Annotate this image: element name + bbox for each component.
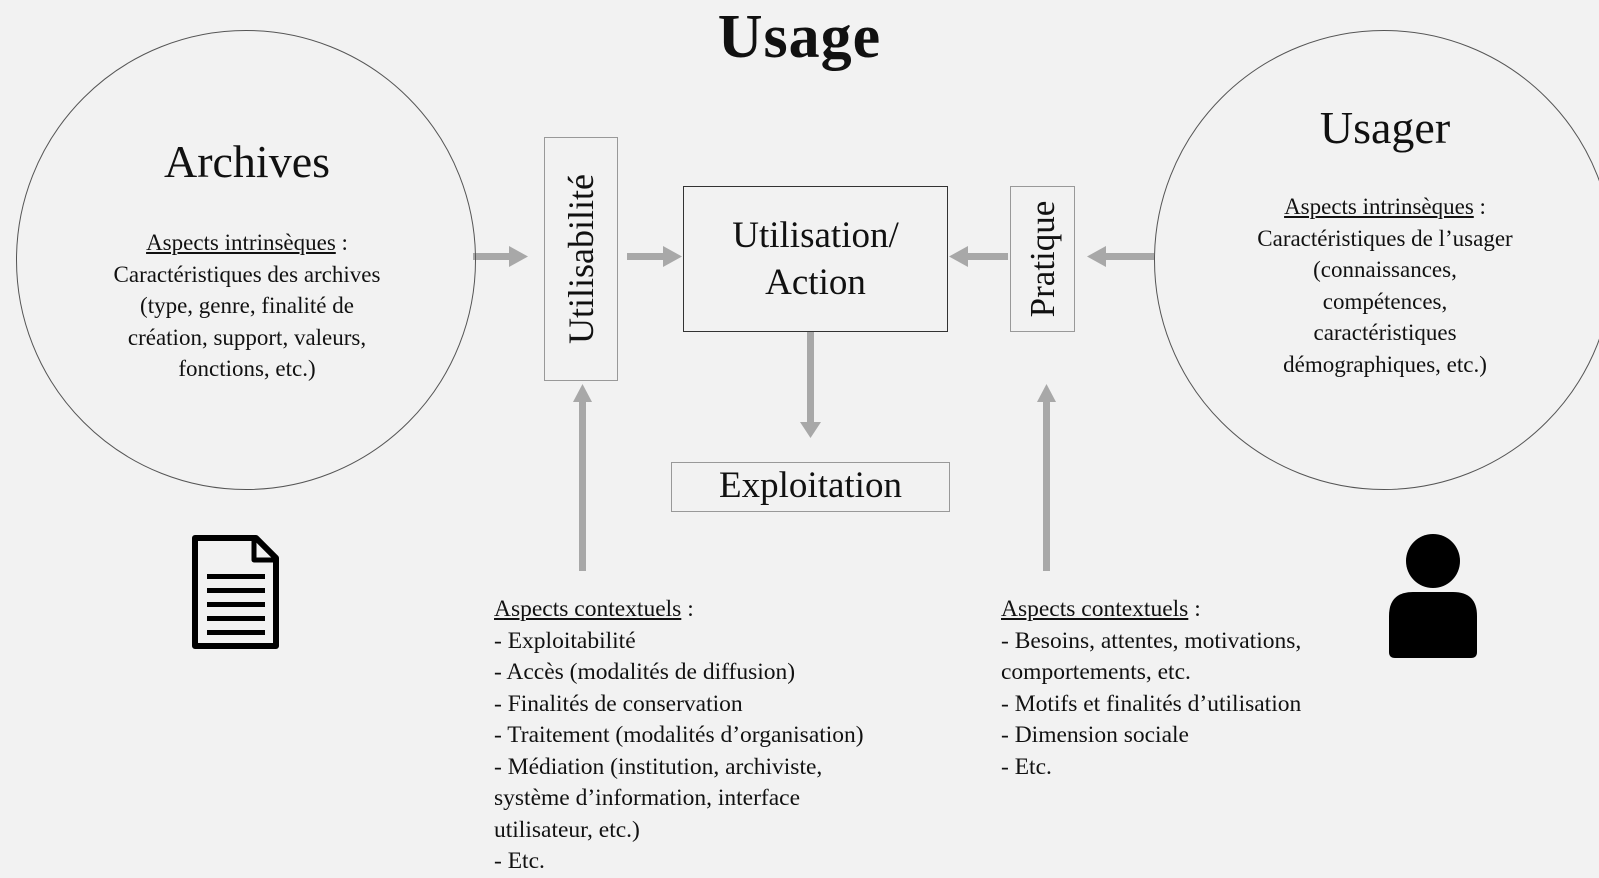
right-context-item: - Motifs et finalités d’utilisation	[1001, 690, 1302, 717]
arrow-usager-to-pratique	[1087, 246, 1154, 267]
left-context-item: - Accès (modalités de diffusion)	[494, 659, 796, 685]
pratique-box: Pratique	[1010, 186, 1075, 332]
action-label: Action	[765, 262, 866, 303]
right-context-item: - Dimension sociale	[1001, 722, 1189, 748]
diagram-title: Usage	[717, 3, 882, 71]
left-context-item: - Exploitabilité	[494, 627, 636, 654]
document-icon	[192, 535, 279, 649]
usager-aspects-line: (connaissances,	[1313, 257, 1457, 282]
archives-aspects-line: (type, genre, finalité de	[140, 293, 354, 318]
right-context-heading: Aspects contextuels :	[1001, 594, 1381, 626]
usager-aspects-sep: :	[1473, 194, 1486, 219]
usager-aspects-line: caractéristiques	[1313, 320, 1457, 345]
usager-aspects: Aspects intrinsèques : Caractéristiques …	[1195, 191, 1575, 380]
person-icon	[1389, 534, 1477, 658]
right-context: Aspects contextuels : - Besoins, attente…	[1001, 594, 1381, 783]
usager-aspects-heading: Aspects intrinsèques :	[1195, 191, 1575, 223]
left-context-item: - Finalités de conservation	[494, 690, 743, 717]
usager-aspects-line: démographiques, etc.)	[1283, 351, 1487, 377]
pratique-label: Pratique	[1022, 200, 1062, 318]
left-context: Aspects contextuels : - Exploitabilité -…	[494, 594, 954, 878]
arrow-utilisation-to-exploitation	[800, 332, 821, 438]
usager-aspects-line: compétences,	[1322, 288, 1448, 314]
archives-aspects-sep: :	[335, 230, 348, 255]
right-context-label: Aspects contextuels	[1001, 596, 1189, 622]
left-context-item: - Etc.	[494, 848, 545, 874]
right-context-item: - Etc.	[1001, 753, 1052, 780]
archives-aspects-line: création, support, valeurs,	[127, 324, 367, 350]
left-context-item: - Traitement (modalités d’organisation)	[494, 722, 864, 748]
exploitation-box: Exploitation	[671, 462, 950, 512]
arrow-utilisabilite-to-utilisation	[627, 246, 682, 267]
left-context-heading: Aspects contextuels :	[494, 594, 954, 626]
archives-circle: Archives Aspects intrinsèques : Caractér…	[16, 30, 476, 490]
archives-aspects-heading: Aspects intrinsèques :	[57, 227, 437, 259]
right-context-item: - Besoins, attentes, motivations, compor…	[1001, 627, 1302, 686]
usager-aspects-line: Caractéristiques de l’usager	[1257, 225, 1513, 251]
archives-aspects: Aspects intrinsèques : Caractéristiques …	[57, 227, 437, 385]
usager-heading: Usager	[1319, 102, 1451, 153]
left-context-sep: :	[681, 596, 694, 622]
exploitation-label: Exploitation	[719, 465, 902, 506]
left-context-label: Aspects contextuels	[494, 596, 682, 622]
archives-heading: Archives	[163, 136, 331, 187]
utilisation-action-box: Utilisation/ Action	[683, 186, 948, 332]
arrow-pratique-to-utilisation	[949, 246, 1008, 267]
right-context-sep: :	[1188, 596, 1201, 622]
utilisabilite-label: Utilisabilité	[561, 174, 601, 344]
arrow-archives-to-utilisabilite	[473, 246, 528, 267]
archives-aspects-line: fonctions, etc.)	[178, 356, 316, 381]
utilisation-label: Utilisation/	[732, 215, 899, 256]
left-context-item: - Médiation (institution, archiviste, sy…	[494, 753, 823, 843]
utilisabilite-box: Utilisabilité	[544, 137, 618, 381]
usager-circle: Usager Aspects intrinsèques : Caractéris…	[1154, 30, 1599, 490]
archives-aspects-label: Aspects intrinsèques	[146, 230, 336, 255]
archives-aspects-line: Caractéristiques des archives	[113, 261, 381, 287]
usager-aspects-label: Aspects intrinsèques	[1284, 194, 1474, 219]
arrow-context-to-pratique	[1037, 384, 1056, 571]
arrow-context-to-utilisabilite	[573, 384, 592, 571]
